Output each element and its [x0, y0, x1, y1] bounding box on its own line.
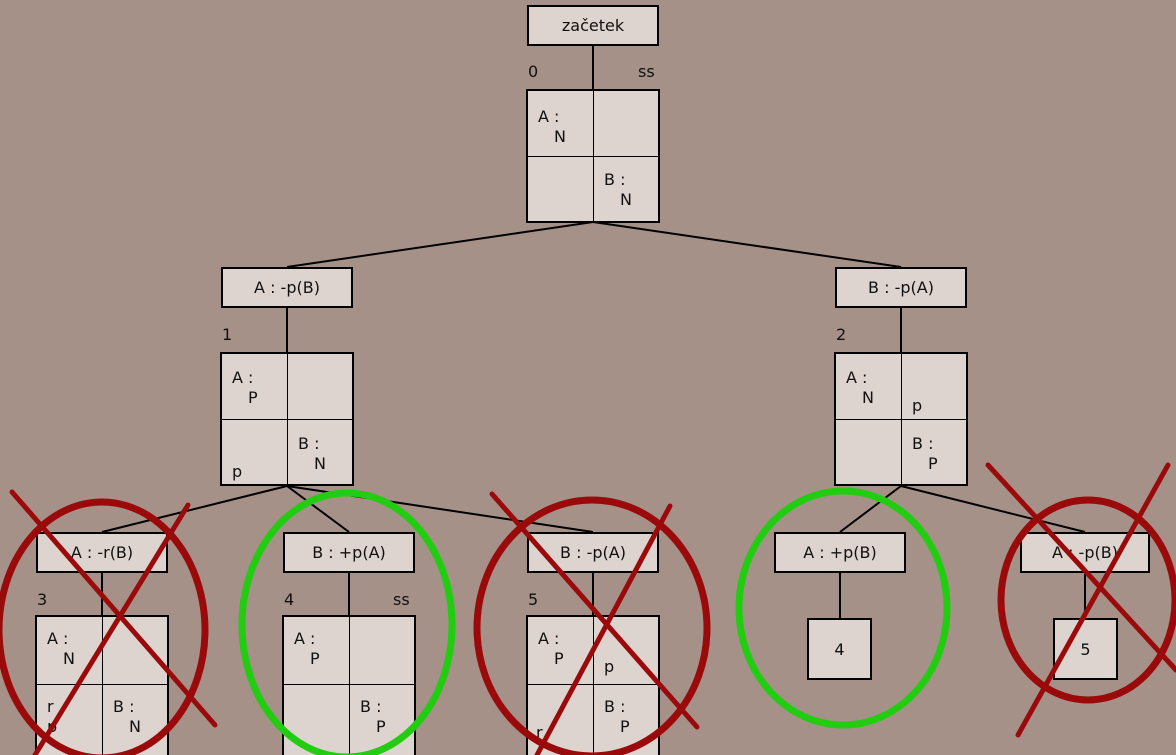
state-node-4: A : P B : P — [282, 615, 416, 755]
action-4-label: B : +p(A) — [312, 543, 386, 562]
node-1-a-value: P — [248, 388, 258, 407]
action-4: B : +p(A) — [283, 532, 415, 573]
action-3: A : -r(B) — [36, 532, 168, 573]
action-5: B : -p(A) — [527, 532, 659, 573]
node-0-number: 0 — [528, 62, 539, 81]
node-2-a-label: A : — [846, 368, 868, 387]
node-2-number: 2 — [836, 325, 847, 344]
action-6-label: A : +p(B) — [803, 543, 877, 562]
node-0-a-label: A : — [538, 107, 560, 126]
ref-node-4: 4 — [807, 618, 872, 680]
node-3-note-r: r — [47, 697, 54, 716]
node-5-number: 5 — [528, 590, 539, 609]
action-5-label: B : -p(A) — [560, 543, 626, 562]
action-7: A : -p(B) — [1020, 532, 1150, 573]
action-1: A : -p(B) — [221, 267, 353, 308]
node-5-note-p: p — [604, 657, 615, 676]
node-1-b-value: N — [314, 454, 326, 473]
ref-node-5-label: 5 — [1080, 639, 1091, 659]
node-0-b-value: N — [620, 190, 632, 209]
state-node-0: A : N B : N — [526, 89, 660, 223]
node-0-tag: ss — [638, 62, 655, 81]
ref-node-5: 5 — [1053, 618, 1118, 680]
node-5-b-value: P — [620, 717, 630, 736]
root-node: začetek — [527, 5, 659, 46]
node-0-a-value: N — [554, 127, 566, 146]
state-node-1: A : P p B : N — [220, 352, 354, 486]
node-1-b-label: B : — [298, 434, 320, 453]
node-5-a-label: A : — [538, 629, 560, 648]
action-3-label: A : -r(B) — [70, 543, 134, 562]
state-node-5: A : P p B : P r — [526, 615, 660, 755]
node-2-b-value: P — [928, 454, 938, 473]
node-4-a-label: A : — [294, 629, 316, 648]
node-3-a-value: N — [63, 649, 75, 668]
node-3-note-p: p — [47, 717, 58, 736]
node-1-a-label: A : — [232, 368, 254, 387]
state-node-3: A : N r p B : N — [35, 615, 169, 755]
node-4-number: 4 — [284, 590, 295, 609]
node-5-a-value: P — [554, 649, 564, 668]
action-2-label: B : -p(A) — [868, 278, 934, 297]
state-node-2: A : N p B : P — [834, 352, 968, 486]
node-4-a-value: P — [310, 649, 320, 668]
node-3-a-label: A : — [47, 629, 69, 648]
action-7-label: A : -p(B) — [1052, 543, 1118, 562]
node-2-a-value: N — [862, 388, 874, 407]
root-label: začetek — [561, 16, 625, 35]
node-1-number: 1 — [222, 325, 233, 344]
action-6: A : +p(B) — [774, 532, 906, 573]
node-0-b-label: B : — [604, 170, 626, 189]
node-5-b-label: B : — [604, 697, 626, 716]
node-2-note: p — [912, 396, 923, 415]
node-3-b-value: N — [129, 717, 141, 736]
node-3-b-label: B : — [113, 697, 135, 716]
node-2-b-label: B : — [912, 434, 934, 453]
node-4-b-value: P — [376, 717, 386, 736]
node-3-number: 3 — [37, 590, 48, 609]
node-1-note: p — [232, 462, 243, 481]
action-2: B : -p(A) — [835, 267, 967, 308]
node-4-b-label: B : — [360, 697, 382, 716]
ref-node-4-label: 4 — [834, 639, 845, 659]
node-4-tag: ss — [393, 590, 410, 609]
action-1-label: A : -p(B) — [254, 278, 320, 297]
node-5-note-r: r — [536, 723, 543, 742]
